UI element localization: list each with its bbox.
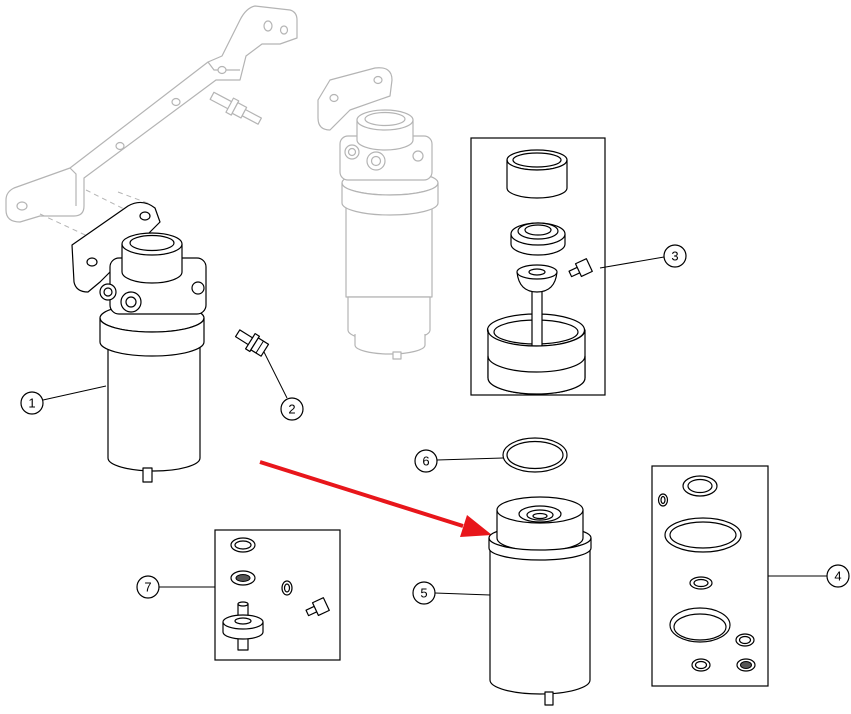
retaining-collar <box>506 149 568 199</box>
mounting-stud <box>209 91 262 125</box>
reference-filter-assembly <box>317 67 439 360</box>
cap-kit-box <box>470 137 606 396</box>
highlight-arrow <box>259 460 492 537</box>
callout-1[interactable]: 1 <box>20 385 107 415</box>
seal-kit-box <box>651 465 769 687</box>
callout-5-highlight <box>412 581 436 605</box>
callout-2-label: 2 <box>288 402 295 417</box>
drain-kit-box <box>214 529 341 661</box>
callout-7-label: 7 <box>144 580 151 595</box>
fuel-filter-assembly <box>71 201 207 483</box>
callout-4[interactable]: 4 <box>768 564 850 588</box>
drain-stem-base <box>486 264 586 395</box>
o-ring <box>502 437 568 473</box>
callout-4-label: 4 <box>834 569 841 584</box>
callout-7[interactable]: 7 <box>136 575 215 599</box>
callout-2[interactable]: 2 <box>263 351 304 421</box>
callout-1-label: 1 <box>28 396 35 411</box>
drain-screw <box>305 597 330 617</box>
drain-valve <box>222 601 264 651</box>
filter-element <box>488 496 592 706</box>
bracket-alignment-lines <box>39 189 151 241</box>
callout-3[interactable]: 3 <box>599 244 687 269</box>
callout-3-label: 3 <box>671 249 678 264</box>
filter-cap <box>510 222 566 256</box>
callout-5[interactable]: 5 <box>412 581 491 605</box>
mounting-bracket <box>5 5 298 223</box>
bleed-screw <box>568 258 593 278</box>
mounting-bolt <box>234 329 270 357</box>
callout-6-label: 6 <box>422 454 429 469</box>
callout-6[interactable]: 6 <box>414 449 504 473</box>
callout-5-label: 5 <box>420 586 427 601</box>
